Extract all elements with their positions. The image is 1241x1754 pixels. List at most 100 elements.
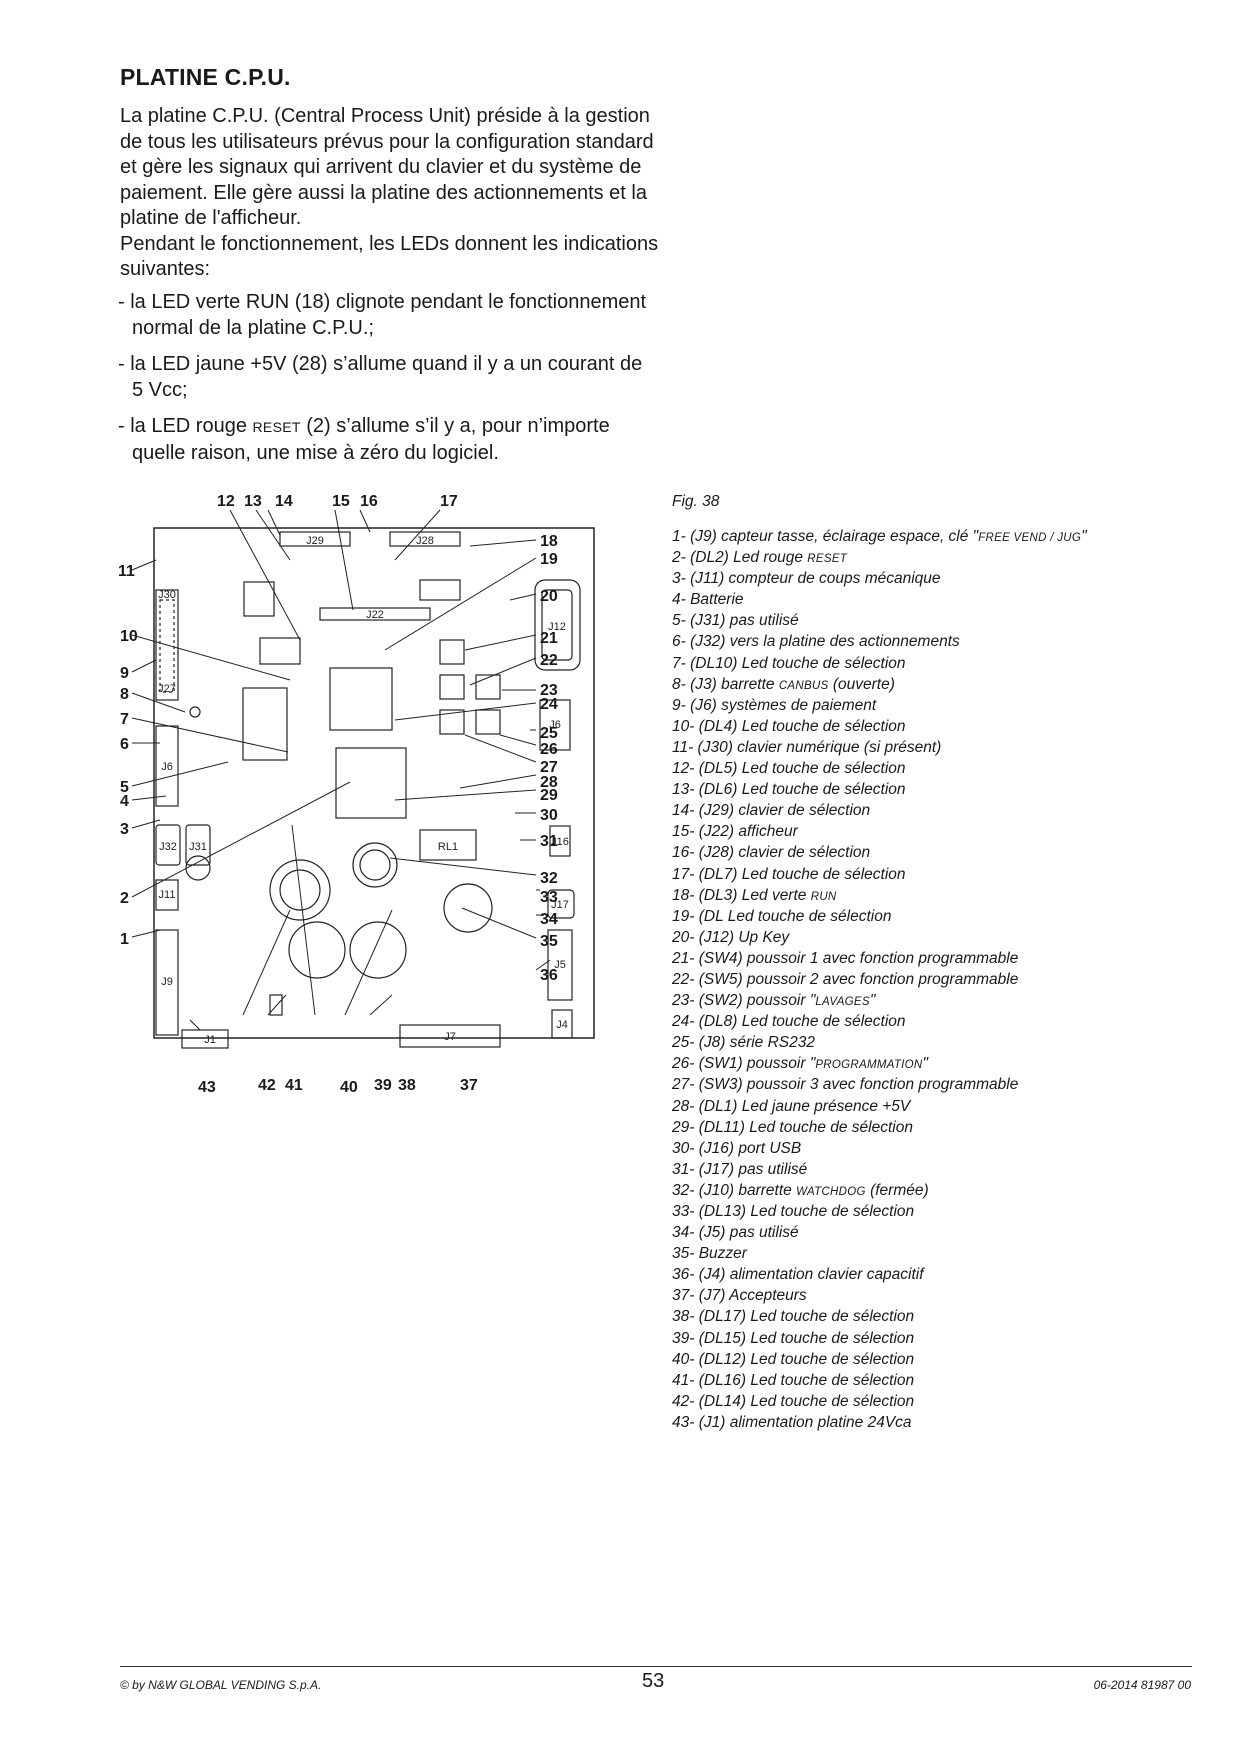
legend-item-pre: 32- (J10) barrette bbox=[672, 1181, 797, 1199]
callout-42: 42 bbox=[258, 1077, 276, 1094]
legend-item-post: " bbox=[922, 1055, 929, 1073]
legend-item: 24- (DL8) Led touche de sélection bbox=[672, 1012, 1087, 1033]
legend-item: 23- (SW2) poussoir "LAVAGES" bbox=[672, 991, 1087, 1012]
label-j4: J4 bbox=[556, 1019, 568, 1031]
figure-legend: 1- (J9) capteur tasse, éclairage espace,… bbox=[672, 527, 1087, 1434]
legend-item: 42- (DL14) Led touche de sélection bbox=[672, 1392, 1087, 1413]
legend-item-pre: 14- (J29) clavier de sélection bbox=[672, 802, 871, 820]
legend-item: 40- (DL12) Led touche de sélection bbox=[672, 1350, 1087, 1371]
page-title: PLATINE C.P.U. bbox=[120, 64, 291, 90]
legend-item: 41- (DL16) Led touche de sélection bbox=[672, 1371, 1087, 1392]
legend-item: 3- (J11) compteur de coups mécanique bbox=[672, 569, 1087, 590]
bullet-run-led: - la LED verte RUN (18) clignote pendant… bbox=[118, 291, 647, 339]
legend-item-pre: 22- (SW5) poussoir 2 avec fonction progr… bbox=[672, 970, 1019, 988]
callout-41: 41 bbox=[285, 1077, 303, 1094]
callout-40: 40 bbox=[340, 1079, 358, 1096]
legend-item-pre: 28- (DL1) Led jaune présence +5V bbox=[672, 1097, 911, 1115]
figure-caption: Fig. 38 bbox=[672, 493, 720, 510]
legend-item: 25- (J8) série RS232 bbox=[672, 1033, 1087, 1054]
callout-12: 12 bbox=[217, 493, 235, 510]
callout-5: 5 bbox=[120, 779, 129, 796]
callout-22: 22 bbox=[540, 652, 558, 669]
bullet-5v-led: - la LED jaune +5V (28) s’allume quand i… bbox=[118, 353, 643, 401]
legend-item: 36- (J4) alimentation clavier capacitif bbox=[672, 1265, 1087, 1286]
legend-item: 13- (DL6) Led touche de sélection bbox=[672, 780, 1087, 801]
callout-38: 38 bbox=[398, 1077, 416, 1094]
callout-43: 43 bbox=[198, 1079, 216, 1096]
legend-item-pre: 1- (J9) capteur tasse, éclairage espace,… bbox=[672, 528, 979, 545]
footer-doc-code: 06-2014 81987 00 bbox=[1093, 1678, 1191, 1692]
label-j16: J16 bbox=[551, 836, 569, 848]
connector-labels: J29 J28 J22 J12 J6 J6 J32 J31 J11 J9 J1 … bbox=[158, 535, 569, 1046]
legend-item: 4- Batterie bbox=[672, 590, 1087, 611]
legend-item: 16- (J28) clavier de sélection bbox=[672, 843, 1087, 864]
legend-item-sc: FREE VEND / JUG bbox=[978, 532, 1082, 544]
callout-15: 15 bbox=[332, 493, 350, 510]
legend-item-sc: PROGRAMMATION bbox=[815, 1059, 923, 1072]
legend-item: 10- (DL4) Led touche de sélection bbox=[672, 717, 1087, 738]
legend-item-pre: 25- (J8) série RS232 bbox=[672, 1034, 816, 1052]
legend-item-pre: 15- (J22) afficheur bbox=[672, 823, 798, 841]
page-number: 53 bbox=[642, 1670, 665, 1692]
callout-31: 31 bbox=[540, 833, 558, 850]
callout-4: 4 bbox=[120, 793, 129, 810]
callout-11: 11 bbox=[118, 563, 135, 580]
legend-item: 29- (DL11) Led touche de sélection bbox=[672, 1118, 1087, 1139]
legend-item-pre: 26- (SW1) poussoir " bbox=[672, 1055, 816, 1073]
callout-29: 29 bbox=[540, 787, 558, 804]
legend-item-pre: 35- Buzzer bbox=[672, 1245, 747, 1263]
legend-item: 19- (DL Led touche de sélection bbox=[672, 907, 1087, 928]
callout-28: 28 bbox=[540, 774, 558, 791]
legend-item-pre: 39- (DL15) Led touche de sélection bbox=[672, 1329, 915, 1347]
legend-item-pre: 7- (DL10) Led touche de sélection bbox=[672, 654, 906, 672]
callout-18: 18 bbox=[540, 533, 558, 550]
footer-divider bbox=[120, 1666, 1192, 1667]
legend-item-pre: 2- (DL2) Led rouge bbox=[672, 549, 808, 567]
legend-item: 28- (DL1) Led jaune présence +5V bbox=[672, 1097, 1087, 1118]
legend-item: 6- (J32) vers la platine des actionnemen… bbox=[672, 632, 1087, 653]
legend-item-post: (ouverte) bbox=[828, 675, 895, 693]
callout-3: 3 bbox=[120, 821, 129, 838]
callout-7: 7 bbox=[120, 711, 129, 728]
legend-item-pre: 12- (DL5) Led touche de sélection bbox=[672, 760, 906, 778]
callout-16: 16 bbox=[360, 493, 378, 510]
legend-item-pre: 31- (J17) pas utilisé bbox=[672, 1160, 808, 1178]
legend-item: 30- (J16) port USB bbox=[672, 1139, 1087, 1160]
callout-9: 9 bbox=[120, 665, 129, 682]
legend-item-pre: 20- (J12) Up Key bbox=[672, 928, 790, 946]
legend-item: 9- (J6) systèmes de paiement bbox=[672, 696, 1087, 717]
label-j31: J31 bbox=[189, 841, 207, 853]
legend-item: 37- (J7) Accepteurs bbox=[672, 1286, 1087, 1307]
legend-item: 27- (SW3) poussoir 3 avec fonction progr… bbox=[672, 1075, 1087, 1096]
legend-item-pre: 8- (J3) barrette bbox=[672, 675, 779, 693]
legend-item-pre: 42- (DL14) Led touche de sélection bbox=[672, 1392, 915, 1410]
legend-item: 31- (J17) pas utilisé bbox=[672, 1160, 1087, 1181]
pcb-board bbox=[153, 527, 595, 1049]
legend-item-pre: 4- Batterie bbox=[672, 591, 744, 609]
cpu-board-diagram: J29 J28 J22 J12 J6 J6 J32 J31 J11 J9 J1 … bbox=[118, 493, 595, 1096]
legend-item-pre: 5- (J31) pas utilisé bbox=[672, 612, 799, 630]
intro-led-paragraph: Pendant le fonctionnement, les LEDs donn… bbox=[120, 232, 659, 281]
legend-item: 20- (J12) Up Key bbox=[672, 928, 1087, 949]
callout-23: 23 bbox=[540, 682, 558, 699]
legend-item-post: " bbox=[1081, 528, 1087, 545]
bullet-reset-post: (2) s’allume s’il y a, pour n’importe qu… bbox=[132, 415, 610, 464]
legend-item-pre: 9- (J6) systèmes de paiement bbox=[672, 696, 877, 714]
legend-item: 38- (DL17) Led touche de sélection bbox=[672, 1307, 1087, 1328]
legend-item-pre: 29- (DL11) Led touche de sélection bbox=[672, 1118, 913, 1136]
legend-item-pre: 11- (J30) clavier numérique (si présent) bbox=[672, 738, 942, 756]
callout-8: 8 bbox=[120, 686, 129, 703]
legend-item-sc: WATCHDOG bbox=[796, 1185, 866, 1198]
callout-24: 24 bbox=[540, 696, 558, 713]
callout-1: 1 bbox=[120, 931, 129, 948]
label-rl1: RL1 bbox=[438, 841, 458, 853]
callout-39: 39 bbox=[374, 1077, 392, 1094]
callout-2: 2 bbox=[120, 890, 129, 907]
legend-item-pre: 34- (J5) pas utilisé bbox=[672, 1224, 799, 1242]
legend-item: 12- (DL5) Led touche de sélection bbox=[672, 759, 1087, 780]
leader-lines bbox=[131, 509, 551, 1031]
figure-callouts: 1 2 3 4 5 6 7 8 9 10 11 12 13 14 15 16 1… bbox=[118, 493, 558, 1096]
label-j7: J7 bbox=[444, 1031, 456, 1043]
label-j27: J27 bbox=[158, 683, 176, 695]
legend-item-sc: RUN bbox=[810, 890, 837, 903]
